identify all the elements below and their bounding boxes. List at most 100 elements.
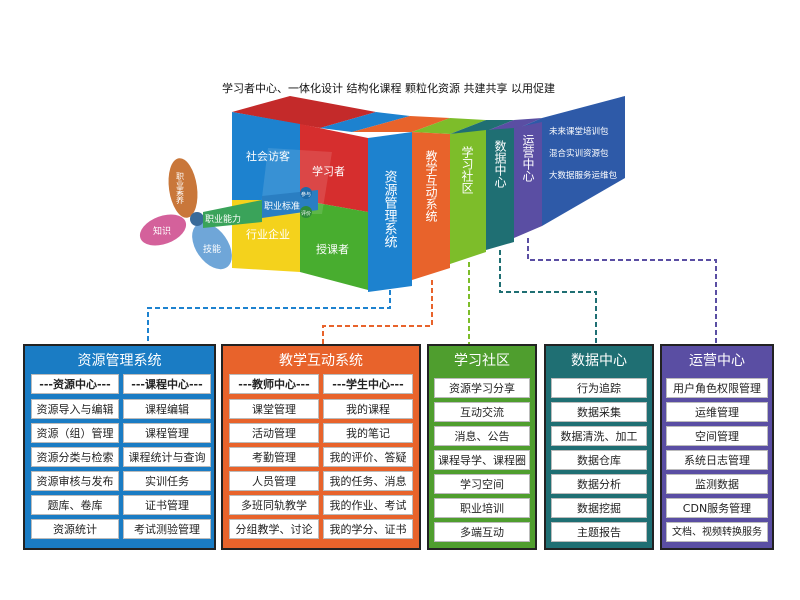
band-packages [542, 96, 625, 226]
teacher-item-5[interactable]: 多班同轨教学 [229, 495, 319, 515]
band-top-green [412, 118, 486, 134]
cube-top-red [232, 96, 376, 128]
ops-item-4[interactable]: 系统日志管理 [666, 450, 768, 470]
blade-knowledge [139, 214, 187, 246]
resource-item-4[interactable]: 资源审核与发布 [31, 471, 119, 491]
panel-title-ops: 运营中心 [689, 353, 745, 369]
panel-ops: 运营中心 用户角色权限管理 运维管理 空间管理 系统日志管理 监测数据 CDN服… [660, 344, 774, 550]
course-center-header: ---课程中心--- [123, 374, 211, 394]
participate-dot [300, 187, 312, 199]
course-item-5[interactable]: 证书管理 [123, 495, 211, 515]
data-item-5[interactable]: 数据分析 [551, 474, 647, 494]
student-item-2[interactable]: 我的笔记 [323, 423, 413, 443]
band-label-ops: 运营中心 [521, 134, 535, 182]
shaft-ability [203, 200, 262, 228]
band-resource [368, 132, 412, 292]
label-teacher: 授课者 [316, 242, 349, 256]
community-item-7[interactable]: 多端互动 [434, 522, 530, 542]
teacher-center-header: ---教师中心--- [229, 374, 319, 394]
label-participate: 参与 [301, 191, 311, 198]
panel-title-resource: 资源管理系统 [77, 353, 162, 369]
resource-item-6[interactable]: 资源统计 [31, 519, 119, 539]
teacher-item-2[interactable]: 活动管理 [229, 423, 319, 443]
student-item-3[interactable]: 我的评价、答疑 [323, 447, 413, 467]
band-label-data: 数据中心 [493, 139, 507, 188]
band-label-community: 学习社区 [460, 145, 474, 194]
band-top-navy [514, 96, 625, 130]
band-community [450, 130, 486, 264]
band-top-teal [450, 120, 514, 134]
course-item-3[interactable]: 课程统计与查询 [123, 447, 211, 467]
panel-title-interact: 教学互动系统 [279, 353, 363, 369]
band-label-resource: 资源管理系统 [382, 170, 398, 249]
panel-title-data: 数据中心 [571, 353, 627, 369]
band-ops [514, 122, 542, 238]
quadrant-teacher [300, 200, 368, 290]
label-industry: 行业企业 [246, 227, 290, 241]
community-item-4[interactable]: 课程导学、课程圈 [434, 450, 530, 470]
course-item-4[interactable]: 实训任务 [123, 471, 211, 491]
label-quality: 职业素养 [176, 172, 185, 205]
community-item-1[interactable]: 资源学习分享 [434, 378, 530, 398]
evaluate-dot [300, 206, 312, 218]
ops-item-5[interactable]: 监测数据 [666, 474, 768, 494]
package-3: 大数据服务运维包 [549, 170, 618, 181]
panel-community: 学习社区 资源学习分享 互动交流 消息、公告 课程导学、课程圈 学习空间 职业培… [427, 344, 537, 550]
student-item-5[interactable]: 我的作业、考试 [323, 495, 413, 515]
student-item-4[interactable]: 我的任务、消息 [323, 471, 413, 491]
band-data [486, 128, 514, 250]
panel-interact: 教学互动系统 ---教师中心--- 课堂管理 活动管理 考勤管理 人员管理 多班… [221, 344, 421, 550]
resource-center-header: ---资源中心--- [31, 374, 119, 394]
teacher-item-4[interactable]: 人员管理 [229, 471, 319, 491]
panel-title-community: 学习社区 [454, 353, 510, 369]
data-item-6[interactable]: 数据挖掘 [551, 498, 647, 518]
teacher-item-3[interactable]: 考勤管理 [229, 447, 319, 467]
resource-item-2[interactable]: 资源（组）管理 [31, 423, 119, 443]
label-knowledge: 知识 [153, 225, 171, 237]
band-top-purple [484, 118, 542, 132]
resource-item-1[interactable]: 资源导入与编辑 [31, 399, 119, 419]
quadrant-social [232, 112, 300, 200]
ops-item-6[interactable]: CDN服务管理 [666, 498, 768, 518]
data-item-4[interactable]: 数据仓库 [551, 450, 647, 470]
connector-interact [322, 280, 433, 344]
band-interact [412, 132, 450, 280]
band-top-orange [352, 116, 450, 132]
community-item-3[interactable]: 消息、公告 [434, 426, 530, 446]
course-item-6[interactable]: 考试测验管理 [123, 519, 211, 539]
community-item-5[interactable]: 学习空间 [434, 474, 530, 494]
quadrant-learner [300, 124, 368, 212]
blade-quality [168, 158, 198, 218]
course-item-2[interactable]: 课程管理 [123, 423, 211, 443]
panel-resource: 资源管理系统 ---资源中心--- 资源导入与编辑 资源（组）管理 资源分类与检… [23, 344, 216, 550]
data-item-1[interactable]: 行为追踪 [551, 378, 647, 398]
label-learner: 学习者 [312, 164, 345, 178]
data-item-3[interactable]: 数据清洗、加工 [551, 426, 647, 446]
blade-skill [192, 222, 232, 270]
resource-item-3[interactable]: 资源分类与检索 [31, 447, 119, 467]
teacher-item-6[interactable]: 分组教学、讨论 [229, 519, 319, 539]
course-item-1[interactable]: 课程编辑 [123, 399, 211, 419]
student-center-header: ---学生中心--- [323, 374, 413, 394]
resource-item-5[interactable]: 题库、卷库 [31, 495, 119, 515]
community-item-2[interactable]: 互动交流 [434, 402, 530, 422]
band-label-interact: 教学互动系统 [424, 149, 438, 222]
data-item-2[interactable]: 数据采集 [551, 402, 647, 422]
community-item-6[interactable]: 职业培训 [434, 498, 530, 518]
propeller-hub [190, 212, 204, 226]
ops-item-2[interactable]: 运维管理 [666, 402, 768, 422]
data-item-7[interactable]: 主题报告 [551, 522, 647, 542]
panel-data: 数据中心 行为追踪 数据采集 数据清洗、加工 数据仓库 数据分析 数据挖掘 主题… [544, 344, 654, 550]
student-item-6[interactable]: 我的学分、证书 [323, 519, 413, 539]
ops-item-3[interactable]: 空间管理 [666, 426, 768, 446]
label-skill: 技能 [203, 243, 221, 255]
connector-data [499, 250, 597, 344]
student-item-1[interactable]: 我的课程 [323, 399, 413, 419]
connector-ops [527, 238, 717, 344]
slogan-text: 学习者中心、一体化设计 结构化课程 颗粒化资源 共建共享 以用促建 [222, 81, 555, 95]
label-standard: 职业标准 [264, 200, 300, 212]
teacher-item-1[interactable]: 课堂管理 [229, 399, 319, 419]
connector-resource [147, 290, 391, 344]
ops-item-7[interactable]: 文档、视频转换服务 [666, 522, 768, 542]
ops-item-1[interactable]: 用户角色权限管理 [666, 378, 768, 398]
